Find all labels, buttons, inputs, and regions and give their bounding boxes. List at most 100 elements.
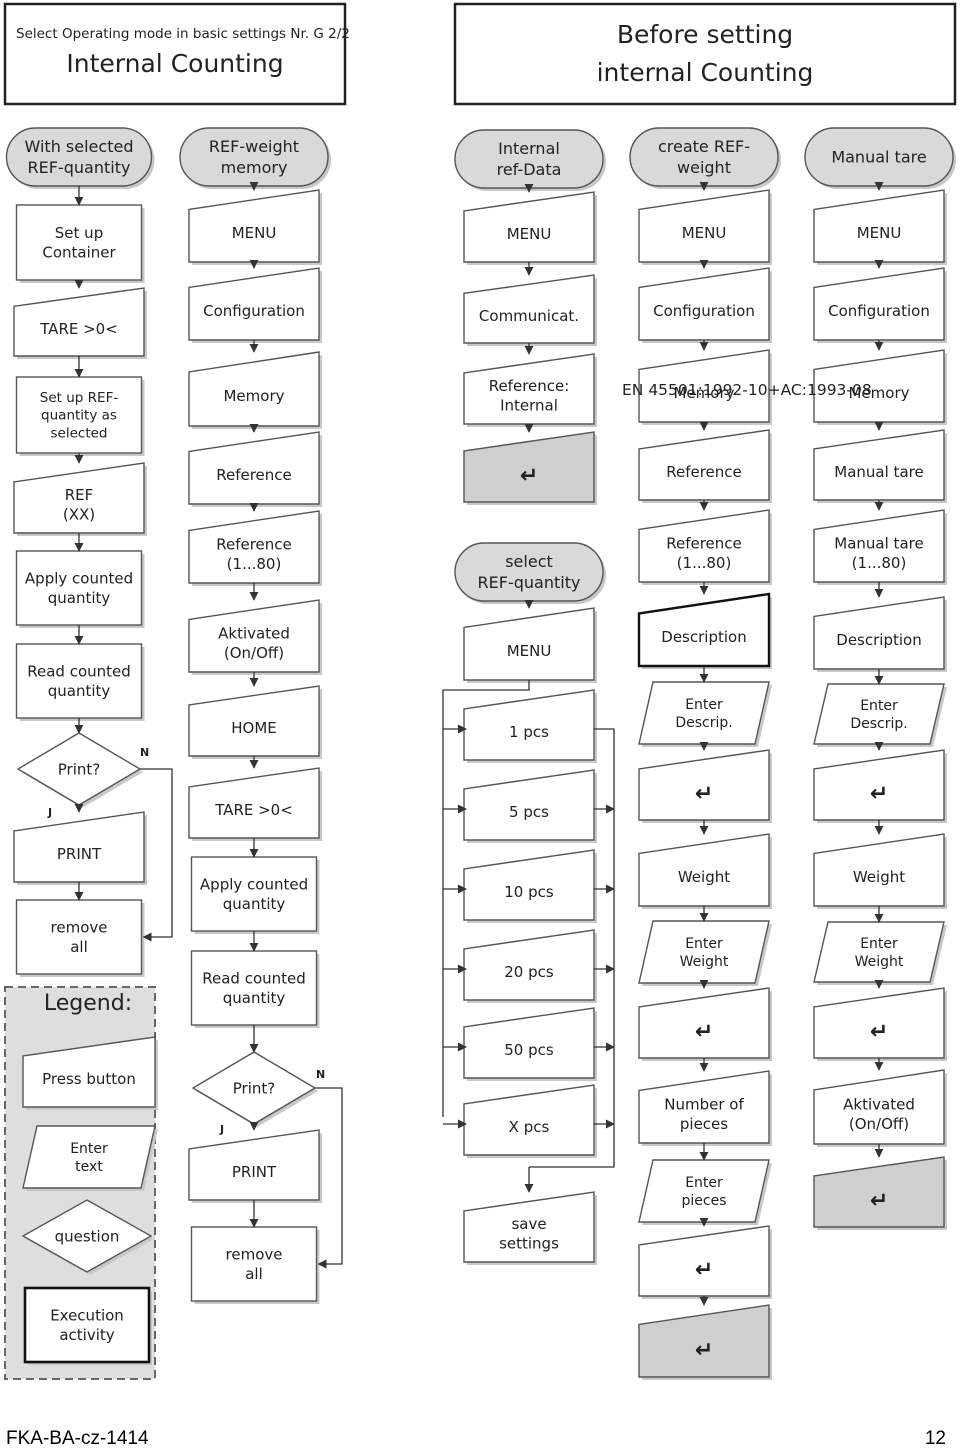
button-shape — [22, 1036, 156, 1108]
col1-start-terminal-text: REF-quantity — [28, 158, 131, 177]
button-shape — [813, 429, 945, 501]
col4-step-6-text: Description — [661, 628, 746, 646]
col5-step-9-text: Weight — [853, 868, 905, 886]
col2-step-6: Aktivated(On/Off) — [188, 599, 322, 675]
col3-left-bus — [442, 680, 530, 1117]
col1-no-label: N — [140, 746, 149, 759]
col2-step-1-text: MENU — [232, 224, 277, 242]
col3-option-2: 5 pcs — [463, 769, 597, 843]
button-shape — [638, 1225, 770, 1297]
col5-step-9: Weight — [813, 833, 947, 909]
col4-step-7-text: Enter — [685, 697, 723, 713]
col2-start-terminal-text: REF-weight — [209, 137, 299, 156]
header-right-title-line1: Before setting — [617, 20, 793, 49]
col2-step-5-text: Reference — [216, 535, 292, 553]
button-shape — [463, 769, 595, 841]
enter-key-icon: ↵ — [695, 781, 713, 806]
enter-key-icon: ↵ — [695, 1257, 713, 1282]
col2-step-11-text: Print? — [233, 1079, 275, 1097]
col1-step-2-text: TARE >0< — [39, 320, 118, 338]
col5-step-10-text: Weight — [855, 954, 904, 970]
col5-step-7-text: Enter — [860, 698, 898, 714]
col2-step-5-text: (1...80) — [227, 555, 282, 573]
col4-step-6: Description — [637, 592, 772, 669]
legend-question: question — [21, 1199, 154, 1275]
button-shape — [463, 431, 595, 503]
col5-step-13: ↵ — [813, 1156, 947, 1230]
col3-start-terminal-text: Internal — [498, 139, 560, 158]
col5-step-3: Memory — [813, 349, 947, 425]
header-left-title: Internal Counting — [66, 49, 283, 78]
col4-step-14: ↵ — [638, 1225, 772, 1299]
col5-start-terminal-text: Manual tare — [831, 148, 926, 167]
col3-start-terminal-text: ref-Data — [497, 160, 562, 179]
button-shape — [188, 189, 320, 263]
button-shape — [813, 1156, 945, 1228]
button-shape — [188, 431, 320, 505]
col3-select-terminal-text: select — [505, 552, 553, 571]
col5-step-4: Manual tare — [813, 429, 947, 503]
col2-step-9-text: Apply counted — [200, 876, 308, 894]
col5-step-2: Configuration — [813, 267, 947, 343]
button-shape — [463, 689, 595, 761]
col4-start-terminal: create REF-weight — [629, 127, 781, 189]
button-shape — [463, 849, 595, 921]
col1-start-terminal-text: With selected — [25, 137, 134, 156]
col2-step-3-text: Memory — [223, 387, 284, 405]
col5-step-5: Manual tare(1...80) — [813, 509, 947, 585]
button-shape — [813, 267, 945, 341]
enter-key-icon: ↵ — [520, 463, 538, 488]
exec-shape — [15, 204, 143, 281]
button-shape — [463, 1007, 595, 1079]
legend-title: Legend: — [44, 991, 132, 1016]
col3-step-3: Reference:Internal — [463, 353, 597, 427]
button-shape — [188, 767, 320, 839]
col1-step-7: Print? — [16, 732, 143, 808]
col4-step-3: Memory — [638, 349, 772, 425]
button-shape — [188, 510, 320, 584]
button-shape — [813, 987, 945, 1059]
button-shape — [188, 685, 320, 757]
col5-step-10-text: Enter — [860, 936, 898, 952]
col4-step-9-text: Weight — [678, 868, 730, 886]
button-shape — [463, 1191, 595, 1263]
col1-step-4-text: REF — [65, 486, 94, 504]
col4-step-5-text: Reference — [666, 534, 742, 552]
col4-step-4: Reference — [638, 429, 772, 503]
button-shape — [638, 1070, 770, 1144]
legend-enter-text-text: Enter — [70, 1141, 108, 1157]
button-shape — [188, 599, 320, 673]
col2-step-10-text: quantity — [223, 989, 286, 1007]
col3-option-3: 10 pcs — [463, 849, 597, 923]
footer-page-number: 12 — [924, 1428, 946, 1449]
col5-step-2-text: Configuration — [828, 302, 930, 320]
col5-step-11: ↵ — [813, 987, 947, 1061]
col5-step-12-text: Aktivated — [843, 1095, 915, 1113]
col5-step-5-text: (1...80) — [852, 554, 907, 572]
col2-step-5: Reference (1...80) — [188, 510, 322, 586]
col3-right-bus — [529, 728, 615, 1168]
legend-execution-border — [23, 1286, 151, 1364]
col1-step-3-text: Set up REF- — [40, 390, 119, 406]
button-shape — [638, 189, 770, 263]
col3-select-menu: MENU — [463, 607, 597, 683]
col1-step-1-text: Container — [42, 244, 116, 262]
exec-shape — [15, 376, 143, 454]
col4-step-3-text: Memory — [673, 384, 734, 402]
col4-start-terminal-text: create REF- — [658, 137, 750, 156]
button-shape — [13, 811, 145, 883]
question-shape — [21, 1199, 153, 1273]
col3-option-4: 20 pcs — [463, 929, 597, 1003]
col2-no-label: N — [316, 1068, 325, 1081]
button-shape — [13, 462, 145, 534]
col2-step-3: Memory — [188, 351, 322, 429]
col4-step-11: ↵ — [638, 987, 772, 1061]
legend-press-button: Press button — [22, 1036, 158, 1110]
